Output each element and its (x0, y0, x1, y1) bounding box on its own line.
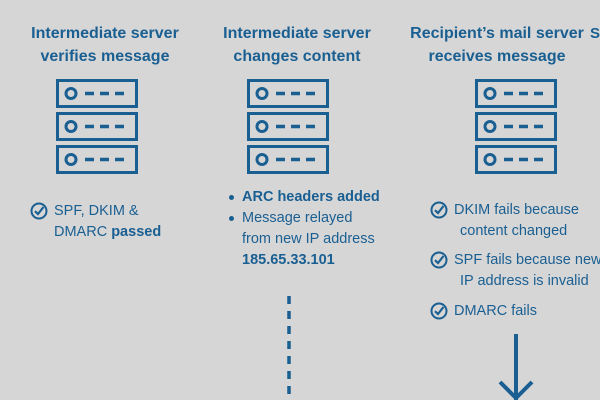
col2-bullet-2: Message relayed from new IP address 185.… (228, 208, 380, 271)
col3-item-1: DKIM fails because content changed (430, 200, 579, 242)
col3-item-3: DMARC fails (430, 301, 537, 322)
col1-result-line1: SPF, DKIM & (54, 203, 139, 219)
server-icon (475, 79, 557, 174)
checkmark-icon (430, 251, 448, 269)
col1-result: SPF, DKIM & DMARC passed (30, 201, 161, 243)
checkmark-icon (30, 202, 48, 220)
edge-cropped-text: S (590, 25, 600, 42)
col3-item-1-line2: content changed (460, 223, 568, 239)
col3-item-2-line2: IP address is invalid (460, 273, 589, 289)
down-arrow-icon (498, 334, 534, 400)
server-icon (247, 79, 329, 174)
col3-title: Recipient’s mail server receives message (404, 22, 590, 68)
col2-title-line1: Intermediate server (223, 25, 371, 42)
col1-title-line2: verifies message (40, 48, 170, 65)
col1-result-bold: passed (111, 224, 162, 240)
checkmark-icon (430, 201, 448, 219)
col3-item-2: SPF fails because new IP address is inva… (430, 250, 600, 292)
col2-bullet-1: ARC headers added (228, 187, 380, 208)
col3-item-3-text: DMARC fails (454, 303, 537, 319)
dashed-connector (287, 296, 291, 400)
col2-title-line2: changes content (233, 48, 361, 65)
col2-bullet-list: ARC headers added Message relayed from n… (228, 187, 380, 271)
col2-bullet-2-line2: from new IP address (242, 231, 375, 247)
col2-bullet-2-line1: Message relayed (242, 210, 353, 226)
col3-item-2-line1: SPF fails because new (454, 252, 600, 268)
ip-address: 185.65.33.101 (242, 252, 335, 268)
col3-title-line1: Recipient’s mail server (410, 25, 584, 42)
col2-title: Intermediate server changes content (212, 22, 382, 68)
col3-item-1-line1: DKIM fails because (454, 202, 579, 218)
col1-result-line2: DMARC (54, 224, 112, 240)
checkmark-icon (430, 302, 448, 320)
col1-title-line1: Intermediate server (31, 25, 179, 42)
server-icon (56, 79, 138, 174)
col3-title-line2: receives message (428, 48, 566, 65)
col1-title: Intermediate server verifies message (20, 22, 190, 68)
